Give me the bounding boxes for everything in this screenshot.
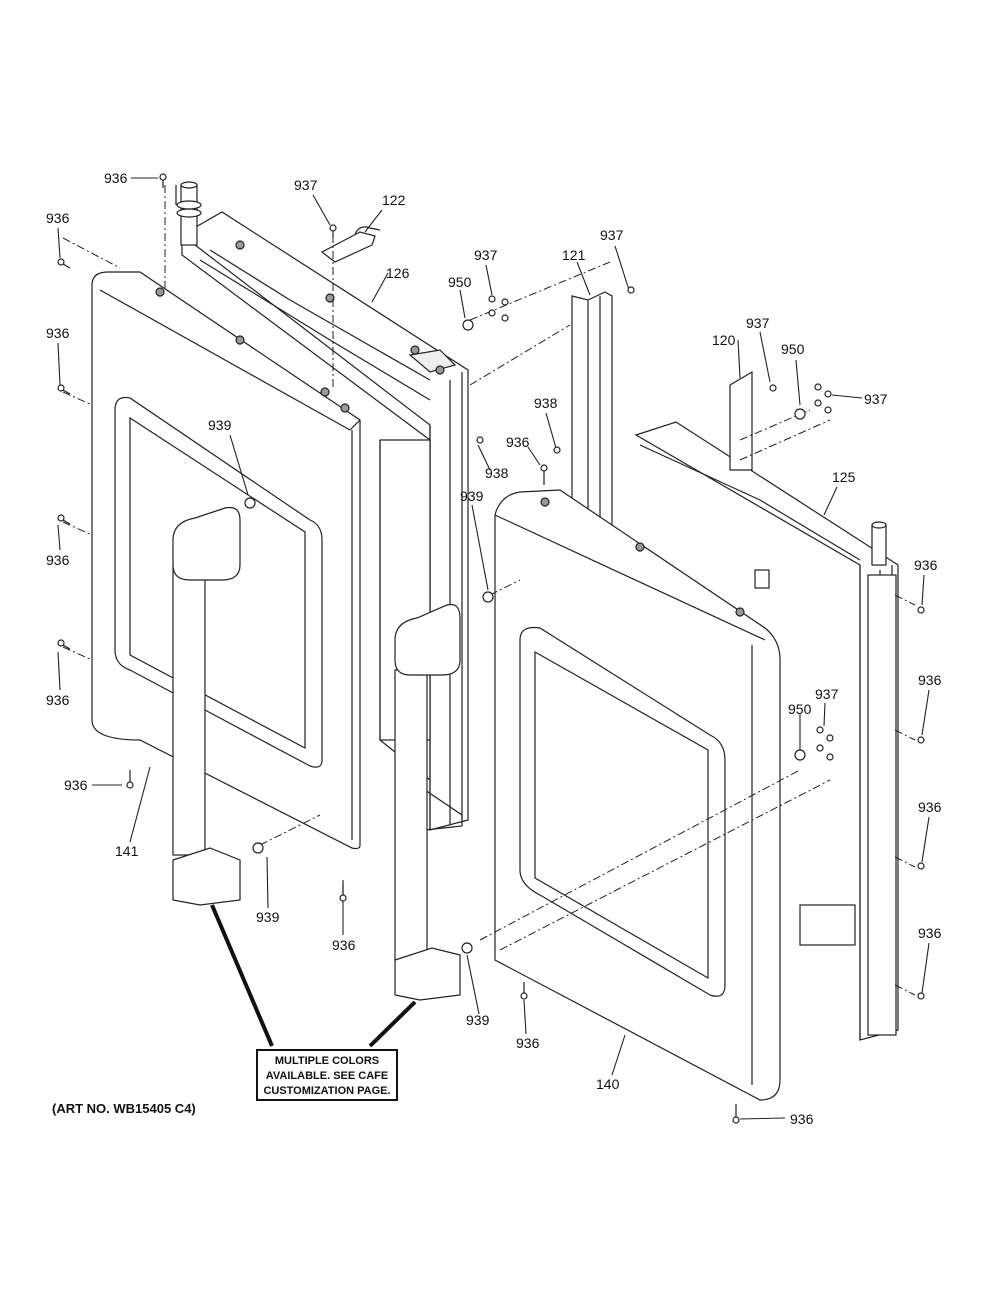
door-handle-right [394,603,461,1001]
screw-939-icon [482,591,494,603]
outer-door-140 [494,489,781,1101]
hinge-pin-left [175,181,202,246]
callout-label: 122 [382,192,406,208]
screw-936-icon [540,464,548,485]
callout-label: 936 [46,692,70,708]
callout-label: 937 [815,686,839,702]
note-pointer-lines [210,904,417,1048]
callout-label: 121 [562,247,586,263]
callout-label: 140 [596,1076,620,1092]
assembly-guide-lines [62,185,916,996]
screw-936-icon [159,173,167,188]
callout-label: 936 [516,1035,540,1051]
callout-labels: 936 936 937 122 936 126 937 950 121 937 … [46,170,942,1127]
callout-label: 936 [64,777,88,793]
fasteners [57,173,925,1124]
leader-lines [57,177,930,1120]
screw-936-icon [917,862,925,870]
screw-936-icon [57,514,71,525]
screw-937-icon [488,295,509,322]
callout-label: 936 [46,210,70,226]
callout-label: 950 [448,274,472,290]
note-line: AVAILABLE. SEE CAFE [265,1070,389,1082]
callout-label: 938 [534,395,558,411]
callout-label: 936 [918,799,942,815]
screw-937-icon [329,224,337,238]
screw-936-icon [917,992,925,1000]
screw-938-icon [476,436,484,444]
screw-936-icon [917,736,925,744]
screw-936-icon [339,883,347,902]
callout-label: 125 [832,469,856,485]
screw-937-icon [769,384,777,392]
callout-label: 141 [115,843,139,859]
bracket-122 [320,226,381,263]
screw-936-icon [57,384,71,395]
callout-label: 950 [781,341,805,357]
callout-label: 939 [466,1012,490,1028]
callout-label: 936 [790,1111,814,1127]
washer-950-icon [462,319,474,331]
callout-label: 938 [485,465,509,481]
note-line: CUSTOMIZATION PAGE. [263,1085,391,1097]
screw-937-icon [816,726,834,761]
callout-label: 937 [600,227,624,243]
callout-label: 936 [918,672,942,688]
screw-937-icon [627,286,635,294]
screw-936-icon [57,258,71,269]
trim-strip-121 [571,291,613,546]
callout-label: 937 [864,391,888,407]
callout-label: 937 [294,177,318,193]
callout-label: 936 [506,434,530,450]
note-line: MULTIPLE COLORS [274,1055,380,1067]
door-handle-left [172,506,241,906]
callout-label: 120 [712,332,736,348]
washer-950-icon [794,749,806,761]
screw-939-icon [252,842,264,854]
screw-936-icon [732,1104,740,1124]
trim-strip-120 [729,370,753,471]
callout-label: 936 [914,557,938,573]
screw-936-icon [520,982,528,1000]
screw-936-icon [917,606,925,614]
callout-label: 936 [332,937,356,953]
customization-note-box: MULTIPLE COLORS AVAILABLE. SEE CAFE CUST… [256,1049,398,1101]
callout-label: 936 [918,925,942,941]
screw-939-icon [461,942,473,954]
screw-939-icon [244,497,256,509]
callout-label: 936 [46,552,70,568]
art-number: (ART NO. WB15405 C4) [52,1101,196,1116]
screw-938-icon [553,446,561,454]
callout-label: 939 [460,488,484,504]
callout-label: 936 [46,325,70,341]
callout-label: 126 [386,265,410,281]
inner-door-frame-125 [634,421,899,1041]
screw-936-icon [126,770,134,789]
washer-950-icon [794,408,806,420]
callout-label: 939 [208,417,232,433]
callout-label: 937 [474,247,498,263]
screw-936-icon [57,639,71,650]
callout-label: 950 [788,701,812,717]
callout-label: 939 [256,909,280,925]
callout-label: 937 [746,315,770,331]
callout-label: 936 [104,170,128,186]
screw-937-icon [814,383,832,414]
